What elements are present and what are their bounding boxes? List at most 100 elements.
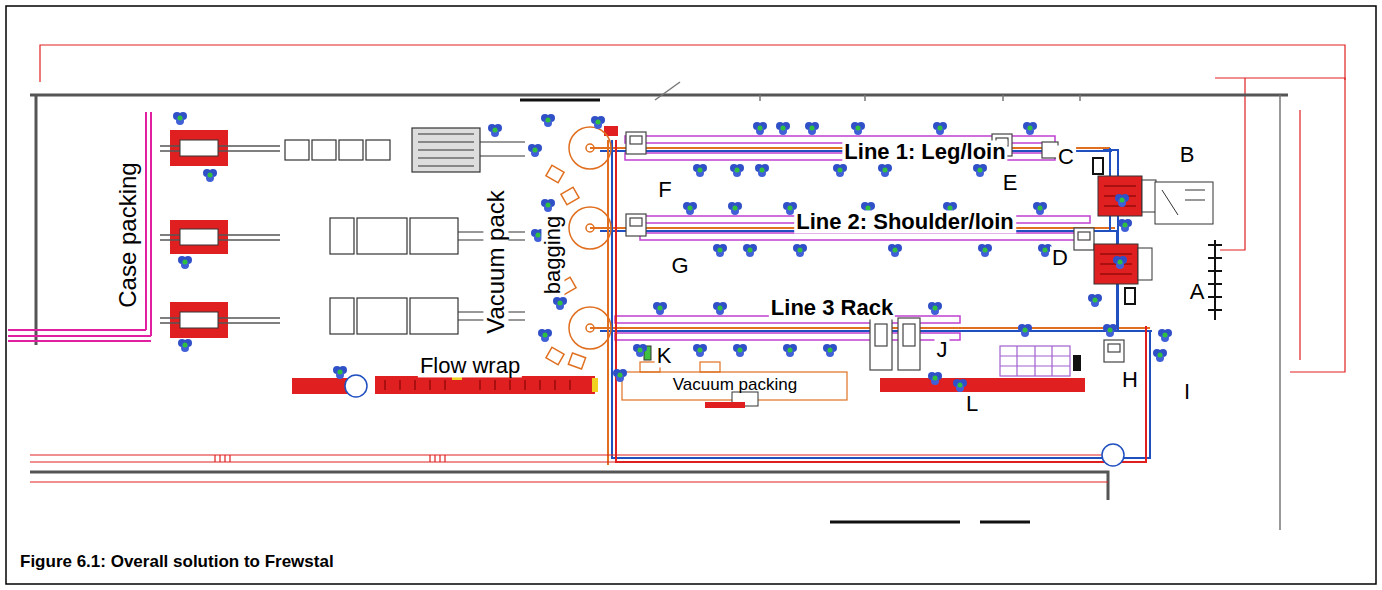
workstation-machine [630,218,642,226]
workstation-machine [898,318,920,370]
callout-letter: E [1001,171,1020,194]
worker-icons [1023,328,1028,333]
worker-icons [755,164,769,177]
vacuum-pack-machine [330,218,354,254]
workstation-machine [626,214,646,236]
worker-icons [743,244,757,257]
conveyor [612,140,1150,458]
machine [880,378,1085,392]
packing-tables [1000,346,1070,376]
conveyor [1103,148,1118,330]
worker-icons [928,302,942,315]
worker-icons [1028,126,1033,131]
worker-icons [938,126,943,131]
worker-icons [541,199,555,212]
vacuum-packing-area [700,362,720,372]
callout-letter: A [1188,280,1207,303]
worker-icons [638,348,643,353]
worker-icons [546,118,551,123]
worker-icons [753,122,767,135]
worker-icons [973,164,987,177]
worker-icons [488,124,502,137]
bagging-turntable [586,224,594,232]
worker-icons [738,348,743,353]
worker-icons [178,256,192,269]
vacuum-pack-machine [410,298,458,334]
callout-letter: G [669,254,690,277]
bagging-turntable [586,324,594,332]
worker-icons [1113,256,1127,269]
building-wall [35,95,38,345]
workstation-tables [640,233,1090,240]
worker-icons [1038,206,1043,211]
worker-icons [953,379,967,392]
worker-icons [781,126,786,131]
bagging-turntable [569,307,611,349]
case-packer [180,312,218,328]
worker-icons [933,376,938,381]
machine [705,402,745,408]
worker-icons [1123,223,1128,228]
grading-machine [1093,158,1103,174]
worker-icons [1120,198,1125,203]
worker-icons [541,114,555,127]
grading-machine [1138,248,1152,280]
area-label: bagging [541,214,564,296]
vacuum-pack-machine [480,142,525,156]
worker-icons [958,383,963,388]
grading-machine [1093,158,1222,320]
worker-icons [733,344,747,357]
callout-letter: L [964,392,980,415]
conveyor [607,140,609,465]
vacuum-pack-machine [339,140,363,160]
worker-icons [1018,324,1032,337]
line-heading: Line 2: Shoulder/loin [794,210,1016,233]
grading-machine [1104,186,1136,206]
grading-machine [1100,254,1132,274]
worker-icons [933,306,938,311]
figure-caption: Figure 6.1: Overall solution to Frewstal [18,553,336,571]
workstation-machine [626,132,1124,370]
conveyor [590,140,1152,465]
callout-letter: D [1050,246,1070,269]
case-packing-conveyor [8,112,151,341]
outfeed-conveyor [215,455,445,462]
callout-letter: I [1182,380,1192,403]
area-label: Vacuum packing [671,376,799,394]
case-packer [170,302,228,338]
worker-icons [983,248,988,253]
worker-icons [178,339,192,352]
worker-icons [1103,324,1117,337]
worker-icons [748,248,753,253]
conveyor [616,140,1146,462]
door [830,521,1030,524]
worker-icons [788,348,793,353]
vacuum-pack-machine [412,128,480,172]
worker-icons [173,112,1172,392]
worker-icons [1093,298,1098,303]
flow-wrap-machine [345,375,367,397]
flow-wrap-machine [592,378,598,392]
worker-icons [338,370,343,375]
bagging-turntable [569,127,611,169]
worker-icons [838,168,843,173]
grading-machine [1098,176,1142,216]
worker-icons [933,122,947,135]
worker-icons [613,369,627,382]
worker-icons [1088,294,1102,307]
worker-icons [718,306,723,311]
area-label: Case packing [115,160,140,309]
building-wall [655,82,680,100]
worker-icons [978,244,992,257]
grading-machine [1208,240,1222,320]
grading-machine [1142,180,1156,212]
workstation-machine [1074,228,1094,250]
worker-icons [788,206,793,211]
worker-icons [978,168,983,173]
callout-letter: J [935,338,950,361]
case-packing-conveyor [146,112,151,336]
worker-icons [713,244,727,257]
worker-icons [856,126,861,131]
worker-icons [718,248,723,253]
conveyor-turn [1102,444,1124,466]
